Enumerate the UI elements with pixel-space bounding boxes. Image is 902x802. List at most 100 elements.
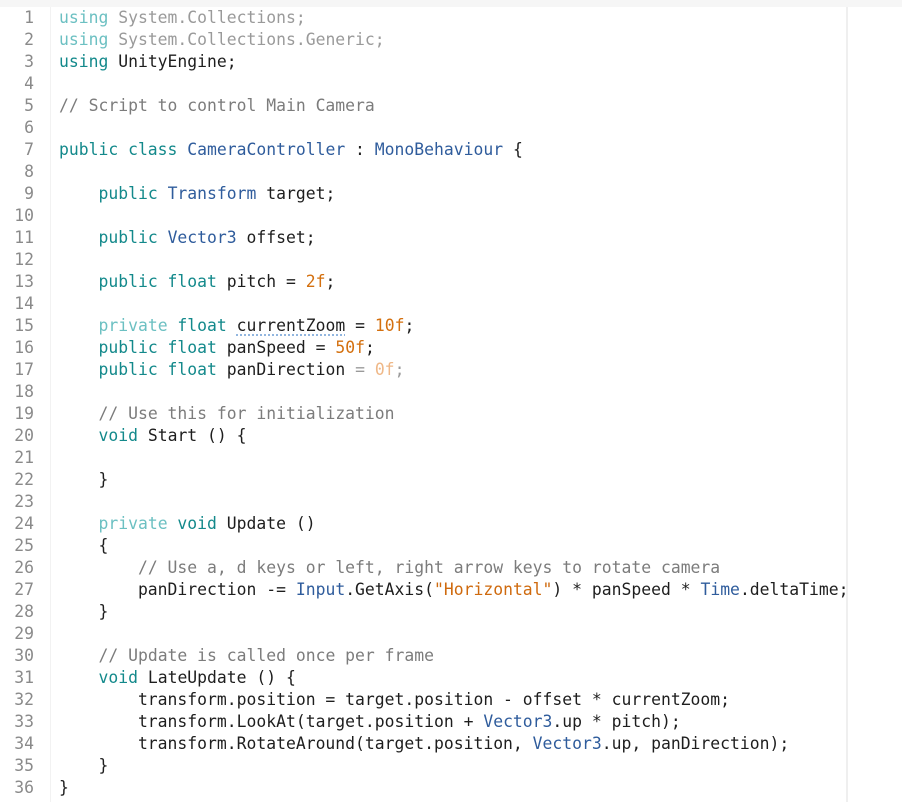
token-ty: Vector3 [483, 712, 553, 731]
code-line[interactable]: 21 [0, 447, 34, 469]
code-line[interactable]: 16 public float panSpeed = 50f; [0, 337, 375, 359]
token-ty: Transform [167, 184, 257, 203]
line-number: 14 [14, 294, 34, 313]
code-line[interactable]: 5// Script to control Main Camera [0, 95, 375, 117]
token-kwf: private [98, 316, 168, 335]
token-kw: public class [59, 140, 188, 159]
line-number: 6 [24, 118, 34, 137]
token-kw: using [59, 52, 109, 71]
line-number: 7 [24, 140, 34, 159]
code-line[interactable]: 11 public Vector3 offset; [0, 227, 315, 249]
token-pl [59, 668, 98, 687]
code-line[interactable]: 18 [0, 381, 34, 403]
token-pl: : [345, 140, 375, 159]
line-number: 35 [14, 756, 34, 775]
code-line[interactable]: 33 transform.LookAt(target.position + Ve… [0, 711, 680, 733]
code-line[interactable]: 13 public float pitch = 2f; [0, 271, 335, 293]
token-kwf: using [59, 30, 109, 49]
line-number: 2 [24, 30, 34, 49]
line-text: } [59, 601, 108, 623]
line-number: 12 [14, 250, 34, 269]
code-line[interactable]: 19 // Use this for initialization [0, 403, 394, 425]
line-number: 8 [24, 162, 34, 181]
token-pl: { [503, 140, 523, 159]
line-text: transform.position = target.position - o… [59, 689, 730, 711]
code-line[interactable]: 35 } [0, 755, 108, 777]
token-kw: void [167, 514, 217, 533]
token-str: "Horizontal" [434, 580, 553, 599]
code-line[interactable]: 10 [0, 205, 34, 227]
code-line[interactable]: 28 } [0, 601, 108, 623]
token-pl: } [59, 602, 109, 621]
column-ruler [846, 7, 848, 802]
code-line[interactable]: 27 panDirection -= Input.GetAxis("Horizo… [0, 579, 848, 601]
line-text: using UnityEngine; [59, 51, 237, 73]
token-pl: ; [364, 338, 375, 357]
token-kw: public float [98, 360, 217, 379]
token-pl: Start () { [137, 426, 247, 445]
token-pl: panSpeed = [216, 338, 336, 357]
code-line[interactable]: 9 public Transform target; [0, 183, 335, 205]
token-plf: = [355, 360, 375, 379]
line-text: { [59, 535, 108, 557]
code-line[interactable]: 24 private void Update () [0, 513, 315, 535]
token-cm: // Update is called once per frame [98, 646, 434, 665]
token-pl: .deltaTime; [739, 580, 849, 599]
token-pl [59, 426, 98, 445]
code-line[interactable]: 12 [0, 249, 34, 271]
code-line[interactable]: 36} [0, 777, 69, 799]
line-text: // Use a, d keys or left, right arrow ke… [59, 557, 720, 579]
token-pl: transform.position = target.position - o… [59, 690, 731, 709]
token-pl: } [59, 778, 69, 797]
code-line[interactable]: 29 [0, 623, 34, 645]
code-line[interactable]: 34 transform.RotateAround(target.positio… [0, 733, 789, 755]
line-number: 17 [14, 360, 34, 379]
code-line[interactable]: 31 void LateUpdate () { [0, 667, 296, 689]
token-pl: } [59, 470, 109, 489]
token-ty: Input [295, 580, 346, 599]
token-pl: offset; [236, 228, 316, 247]
code-line[interactable]: 8 [0, 161, 34, 183]
token-num: 50f [335, 338, 365, 357]
code-line[interactable]: 15 private float currentZoom = 10f; [0, 315, 414, 337]
token-pl: panDirection -= [59, 580, 296, 599]
line-text: public Vector3 offset; [59, 227, 316, 249]
code-line[interactable]: 30 // Update is called once per frame [0, 645, 434, 667]
code-line[interactable]: 20 void Start () { [0, 425, 246, 447]
code-line[interactable]: 23 [0, 491, 34, 513]
token-ty: MonoBehaviour [374, 140, 504, 159]
line-number: 22 [14, 470, 34, 489]
code-line[interactable]: 6 [0, 117, 34, 139]
code-line[interactable]: 14 [0, 293, 34, 315]
code-line[interactable]: 26 // Use a, d keys or left, right arrow… [0, 557, 720, 579]
code-line[interactable]: 25 { [0, 535, 108, 557]
code-line[interactable]: 4 [0, 73, 34, 95]
token-pl: { [59, 536, 109, 555]
line-text: void Start () { [59, 425, 247, 447]
token-pl: .up, panDirection); [601, 734, 790, 753]
line-number: 34 [14, 734, 34, 753]
token-pl [59, 338, 98, 357]
token-num: 10f [374, 316, 405, 335]
line-text: } [59, 755, 108, 777]
code-line[interactable]: 32 transform.position = target.position … [0, 689, 730, 711]
token-pl [59, 360, 98, 379]
line-number: 13 [14, 272, 34, 291]
token-kw: void [98, 426, 138, 445]
line-number: 18 [14, 382, 34, 401]
token-pl: target; [256, 184, 336, 203]
line-number: 15 [14, 316, 34, 335]
line-text: transform.LookAt(target.position + Vecto… [59, 711, 681, 733]
code-line[interactable]: 17 public float panDirection = 0f; [0, 359, 404, 381]
line-text: public Transform target; [59, 183, 335, 205]
line-text: void LateUpdate () { [59, 667, 295, 689]
line-text: // Use this for initialization [59, 403, 394, 425]
token-cm: // Use a, d keys or left, right arrow ke… [137, 558, 721, 577]
code-line[interactable]: 22 } [0, 469, 108, 491]
